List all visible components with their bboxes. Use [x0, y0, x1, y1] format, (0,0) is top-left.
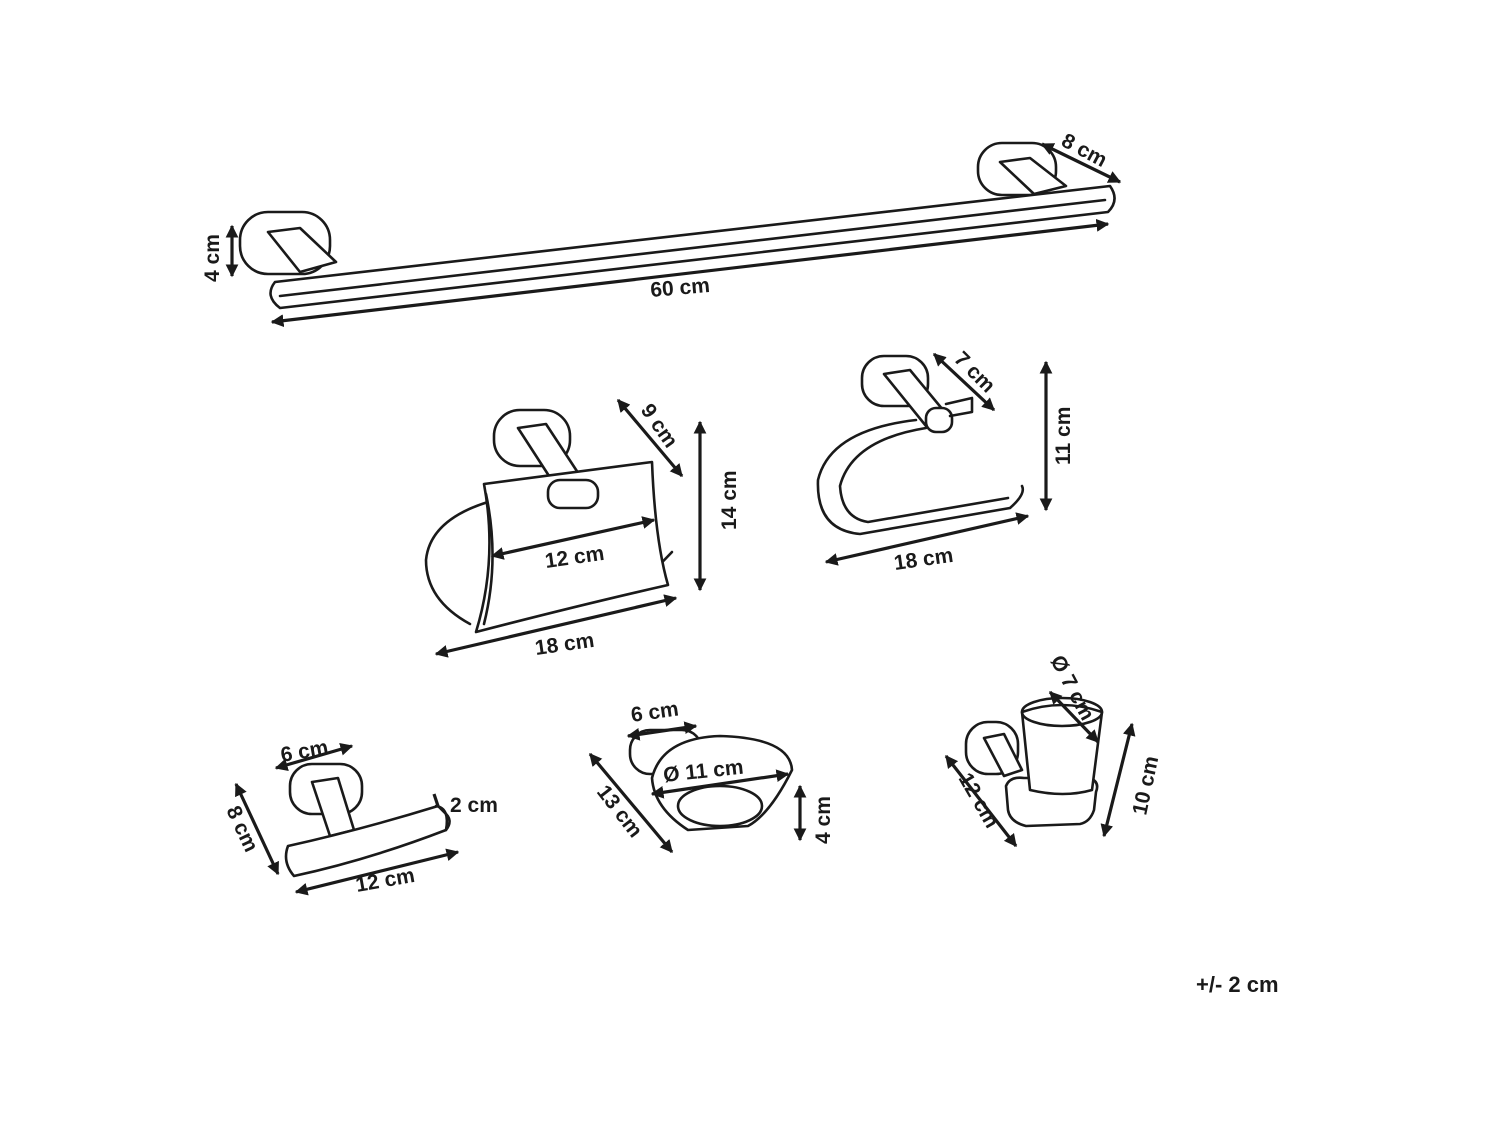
- soap-depth-arrow: [626, 721, 698, 741]
- ring-cap: [924, 406, 954, 434]
- tp-cover-arrow: [490, 516, 656, 560]
- tumbler-holder: Ø 7 cm 12 cm 10 cm: [944, 652, 1163, 848]
- tp-arm: [424, 500, 490, 626]
- tp-depth-label: 9 cm: [636, 400, 682, 452]
- hook-depth-label: 6 cm: [279, 736, 330, 767]
- hook-width-arrow: [294, 848, 460, 896]
- bar-right-post: [998, 156, 1068, 196]
- tp-cap: [546, 478, 600, 510]
- cup-glass: [1020, 703, 1104, 796]
- towel-ring: 18 cm 11 cm 7 cm: [816, 347, 1075, 575]
- bar-height-label: 4 cm: [201, 234, 224, 282]
- hook-depth-arrow: [274, 743, 354, 771]
- cup-diam-arrow: [1048, 690, 1100, 744]
- ring-width-label: 18 cm: [892, 544, 954, 575]
- tp-width-arrow: [434, 594, 678, 658]
- tp-depth-arrow: [616, 398, 684, 478]
- robe-hook: 6 cm 8 cm 12 cm 2 cm: [221, 736, 497, 897]
- toilet-paper-holder: 18 cm 12 cm 14 cm 9 cm: [424, 398, 741, 660]
- hook-thick-label: 2 cm: [450, 794, 498, 817]
- ring-loop: [816, 418, 1025, 536]
- soap-diam-arrow: [650, 769, 790, 799]
- tolerance-note: +/- 2 cm: [1196, 972, 1279, 997]
- ring-height-label: 11 cm: [1052, 407, 1075, 465]
- bar-length-label: 60 cm: [649, 274, 710, 302]
- soap-height-label: 4 cm: [812, 796, 835, 844]
- ring-depth-arrow: [932, 352, 996, 412]
- hook-height-arrow: [234, 782, 280, 876]
- cup-height-arrow: [1100, 722, 1136, 838]
- tp-width-label: 18 cm: [533, 629, 595, 660]
- towel-bar: 60 cm 4 cm 8 cm: [201, 129, 1122, 328]
- hook-width-label: 12 cm: [354, 864, 417, 897]
- cup-height-label: 10 cm: [1128, 754, 1163, 817]
- cup-depth-arrow: [944, 754, 1018, 848]
- hook-thick-arrow: [432, 793, 440, 807]
- soap-length-arrow: [588, 752, 674, 854]
- cup-depth-label: 12 cm: [954, 769, 1004, 832]
- bar-length-arrow: [270, 218, 1110, 328]
- ring-width-arrow: [824, 512, 1030, 566]
- soap-dish: 6 cm Ø 11 cm 13 cm 4 cm: [588, 698, 835, 854]
- soap-depth-label: 6 cm: [629, 698, 680, 727]
- hook-arm: [284, 804, 451, 878]
- bar-depth-arrow: [1040, 142, 1122, 184]
- tp-height-label: 14 cm: [718, 470, 741, 530]
